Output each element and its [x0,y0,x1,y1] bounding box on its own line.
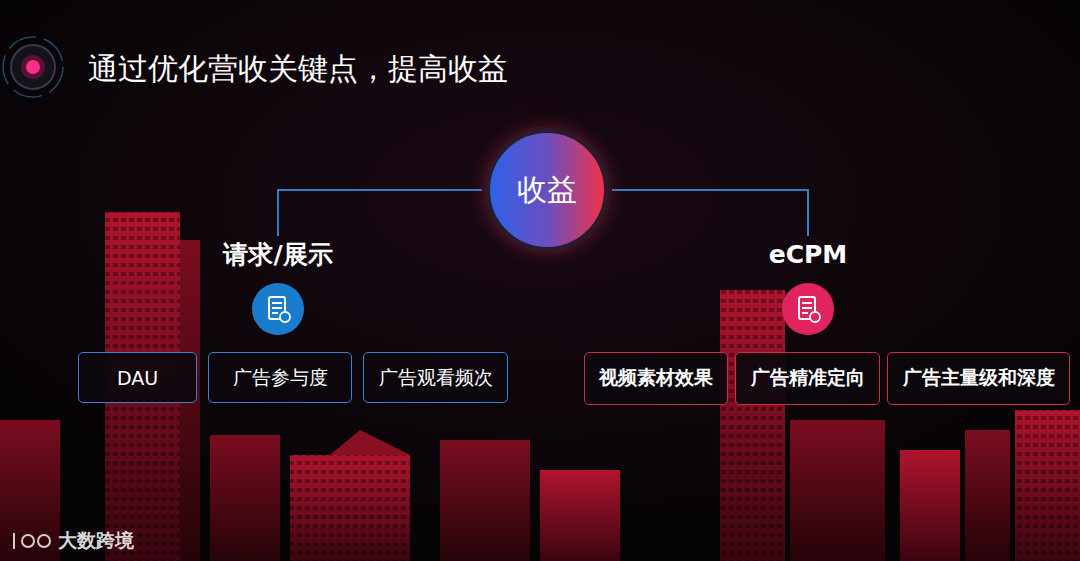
node-text: eCPM [769,240,848,270]
category-head: eCPM [733,236,883,336]
watermark-logo [14,533,50,549]
connector [278,190,482,236]
factor-box: DAU [78,352,197,403]
slide-title: 通过优化营收关键点，提高收益 [88,49,508,90]
node-text: 广告参与度 [233,365,328,391]
factor-box: 广告主量级和深度 [887,352,1070,405]
connector [612,190,808,236]
node-text: DAU [117,367,158,389]
category-head: 请求/展示 [203,236,353,336]
node-text: 请求/展示 [223,240,332,270]
factor-box: 广告精准定向 [735,352,880,405]
category-icon [251,282,305,336]
factor-box: 广告参与度 [208,352,352,403]
center-circle: 收益 [485,128,609,252]
factor-box: 视频素材效果 [584,352,728,405]
title-icon [3,37,63,97]
node-text: 广告观看频次 [379,365,493,391]
node-text: 广告主量级和深度 [903,365,1055,391]
node-text: 收益 [517,170,577,211]
watermark: 大数跨境 [58,528,134,554]
factor-box: 广告观看频次 [363,352,508,403]
category-icon [781,282,835,336]
node-text: 广告精准定向 [751,365,865,391]
buildings [0,212,1080,561]
node-text: 视频素材效果 [599,365,713,391]
